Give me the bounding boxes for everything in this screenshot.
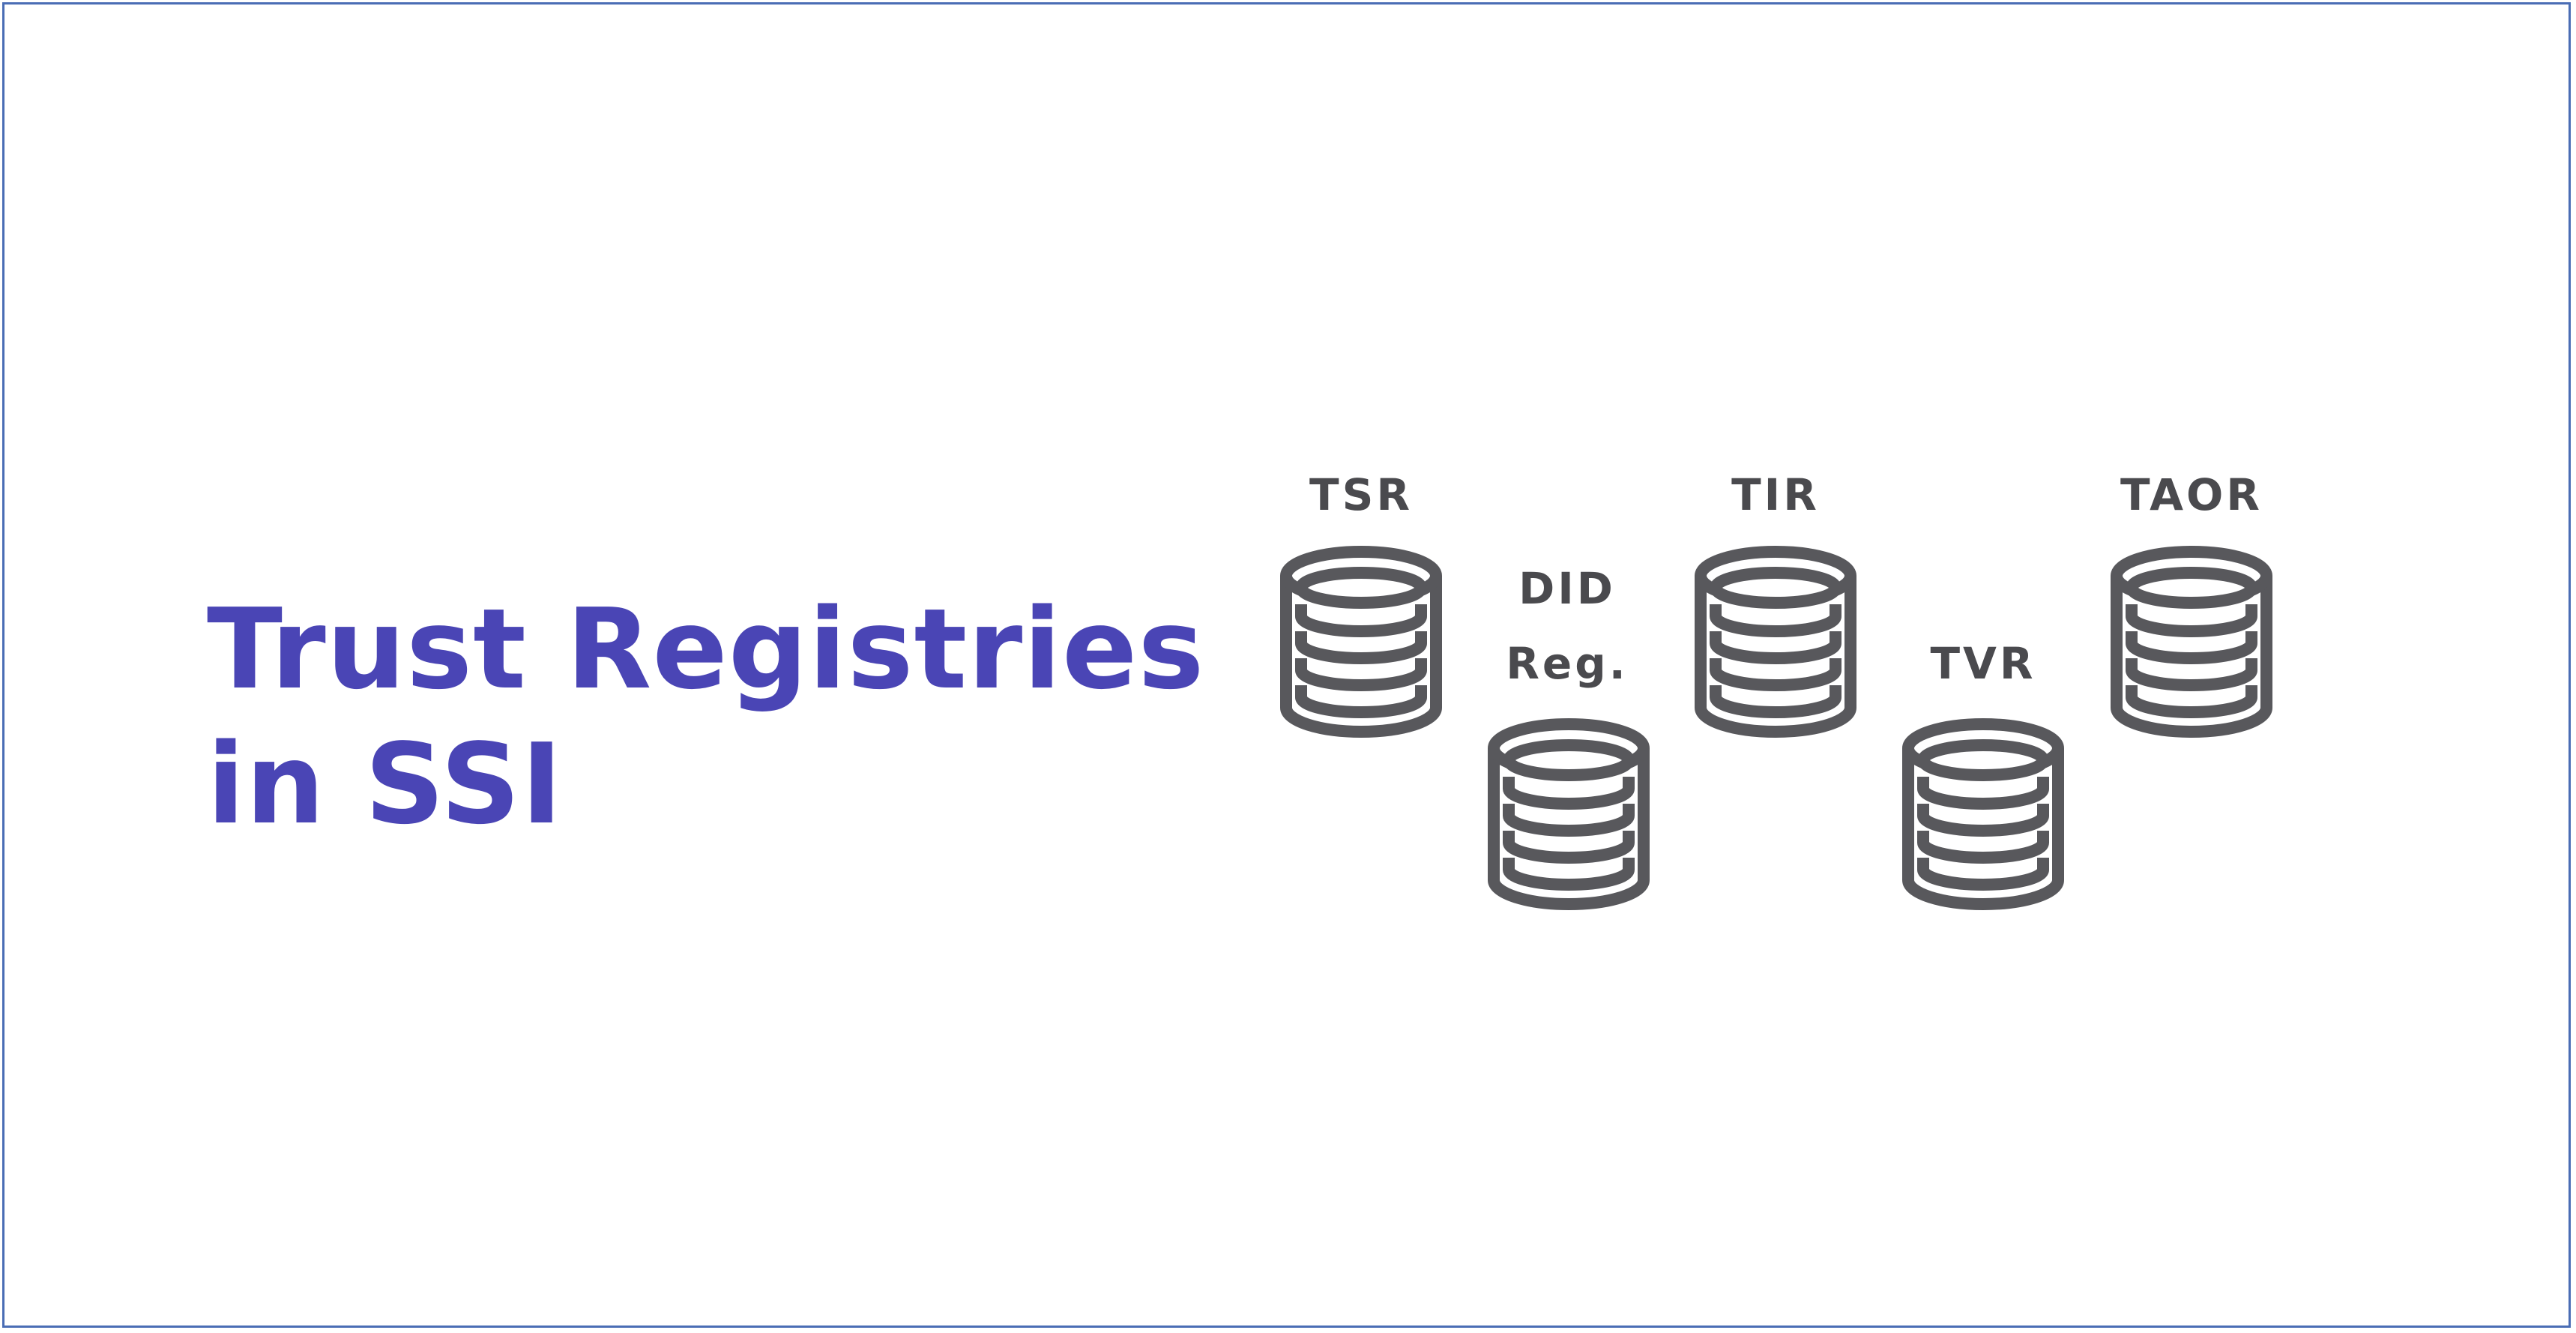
- slide-title: Trust Registries in SSI: [207, 582, 1204, 852]
- registry-label-tir: TIR: [1731, 469, 1820, 520]
- registry-label-did-line-2: Reg.: [1506, 638, 1629, 689]
- database-icon-tvr: [1901, 717, 2066, 919]
- registry-label-taor: TAOR: [2120, 469, 2263, 520]
- slide-title-line-2: in SSI: [207, 720, 564, 849]
- database-icon-tsr: [1279, 544, 1444, 747]
- registry-label-did-line-1: DID: [1518, 563, 1616, 614]
- database-icon-taor: [2109, 544, 2274, 747]
- slide-title-line-1: Trust Registries: [207, 585, 1205, 714]
- database-icon: [1279, 544, 1444, 747]
- registry-label-tvr: TVR: [1930, 638, 2036, 689]
- database-icon-did: [1486, 717, 1651, 919]
- registry-label-tsr: TSR: [1309, 469, 1413, 520]
- database-icon-tir: [1693, 544, 1858, 747]
- database-icon: [1693, 544, 1858, 747]
- database-icon: [1486, 717, 1651, 919]
- database-icon: [1901, 717, 2066, 919]
- database-icon: [2109, 544, 2274, 747]
